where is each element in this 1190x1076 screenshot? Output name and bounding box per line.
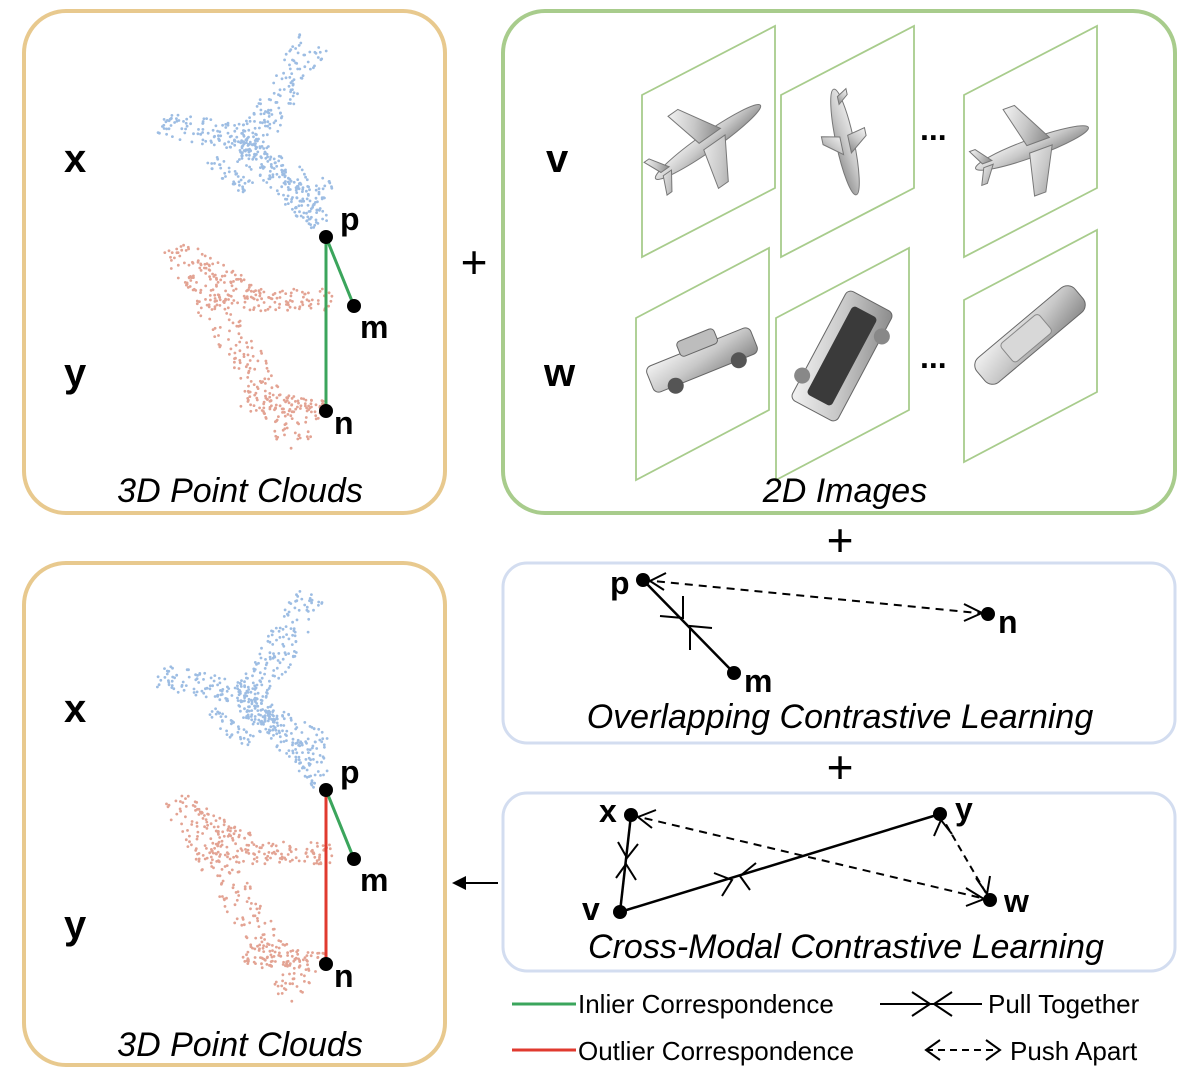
legend-pull-label: Pull Together — [988, 989, 1140, 1019]
point-m — [347, 852, 361, 866]
pull-arrow-vy-2 — [738, 862, 757, 891]
point-n — [319, 957, 333, 971]
point-n — [319, 404, 333, 418]
label-x: x — [599, 793, 617, 829]
pull-arrow-xv-1 — [617, 841, 639, 860]
point-p — [636, 573, 650, 587]
push-line-pn — [642, 579, 989, 615]
airplane-cloud-blue — [156, 590, 329, 789]
label-m: m — [360, 862, 388, 898]
point-y — [933, 807, 947, 821]
label-y: y — [955, 791, 973, 827]
point-cloud-panel-top: x y p m n 3D Point Clouds — [22, 9, 447, 515]
label-n: n — [998, 604, 1018, 640]
cross-modal-contrastive-panel: x y v w Cross-Modal Contrastive Learning — [501, 791, 1177, 973]
airplane-cloud-blue — [156, 33, 334, 230]
airplane-cloud-red — [163, 243, 334, 450]
label-y: y — [64, 351, 87, 395]
panel-border — [501, 561, 1177, 745]
point-v — [613, 905, 627, 919]
pull-arrow-toward-m — [689, 624, 713, 650]
label-v: v — [582, 891, 600, 927]
airplane-render — [643, 104, 762, 196]
label-w: w — [1003, 883, 1029, 919]
panel-border — [501, 9, 1177, 515]
pull-line-vy — [619, 812, 941, 914]
car-render — [791, 290, 893, 422]
plus-operator-3: + — [827, 741, 854, 793]
ellipsis-row-1: ... — [920, 111, 947, 147]
label-x: x — [64, 687, 86, 731]
panel-caption: 3D Point Clouds — [117, 1026, 363, 1064]
image-view-plane-4 — [635, 246, 770, 482]
car-render — [646, 327, 758, 394]
push-line-xw — [630, 814, 991, 901]
point-m — [727, 666, 741, 680]
panel-border — [501, 791, 1177, 973]
panel-border — [22, 561, 447, 1067]
airplane-cloud-red — [165, 794, 334, 1003]
label-x: x — [64, 137, 86, 181]
pull-arrow-toward-p — [659, 596, 684, 620]
inlier-line-pm — [324, 789, 356, 860]
airplane-render — [968, 104, 1089, 197]
label-v: v — [546, 137, 569, 181]
images-panel: v w ... ... — [501, 9, 1177, 515]
label-m: m — [744, 663, 772, 699]
point-w — [983, 893, 997, 907]
legend-push-symbol — [924, 1039, 1002, 1061]
label-p: p — [340, 754, 360, 790]
image-view-plane-1 — [641, 24, 776, 259]
panel-caption: Cross-Modal Contrastive Learning — [588, 928, 1104, 966]
legend-push-label: Push Apart — [1010, 1036, 1138, 1066]
overlap-contrastive-panel: p m n Overlapping Contrastive Learning — [501, 561, 1177, 745]
legend-pull-symbol — [880, 991, 982, 1017]
point-p — [319, 783, 333, 797]
label-n: n — [334, 405, 354, 441]
push-arrow-toward-p — [647, 572, 667, 591]
label-y: y — [64, 903, 87, 947]
push-arrow-toward-x — [636, 809, 657, 829]
legend-inlier-label: Inlier Correspondence — [578, 989, 834, 1019]
airplane-render — [820, 87, 867, 196]
flow-arrow-left — [452, 876, 498, 890]
label-m: m — [360, 309, 388, 345]
point-x — [624, 808, 638, 822]
pull-line-pm — [642, 579, 735, 674]
label-n: n — [334, 958, 354, 994]
pull-arrow-vy-1 — [713, 872, 734, 897]
point-n — [981, 607, 995, 621]
legend-outlier-label: Outlier Correspondence — [578, 1036, 854, 1066]
legend: Inlier Correspondence Outlier Correspond… — [512, 989, 1140, 1066]
point-cloud-panel-bottom: x y p m n 3D Point Clouds — [22, 561, 447, 1067]
panel-border — [22, 9, 447, 515]
ellipsis-row-2: ... — [920, 339, 947, 375]
image-view-plane-3 — [963, 24, 1098, 259]
plus-operator-1: + — [461, 236, 488, 288]
label-p: p — [340, 201, 360, 237]
image-view-plane-2 — [780, 24, 915, 259]
panel-caption: 2D Images — [762, 472, 927, 510]
panel-caption: 3D Point Clouds — [117, 472, 363, 510]
push-arrow-toward-y — [933, 818, 953, 837]
pull-arrow-xv-2 — [615, 862, 637, 881]
label-p: p — [610, 565, 630, 601]
plus-operator-2: + — [827, 514, 854, 566]
image-view-plane-6 — [963, 228, 1098, 464]
inlier-line-pm — [324, 236, 356, 307]
car-render — [974, 285, 1086, 385]
panel-caption: Overlapping Contrastive Learning — [587, 698, 1094, 736]
image-view-plane-5 — [775, 246, 910, 482]
point-m — [347, 299, 361, 313]
label-w: w — [543, 351, 576, 395]
point-p — [319, 230, 333, 244]
